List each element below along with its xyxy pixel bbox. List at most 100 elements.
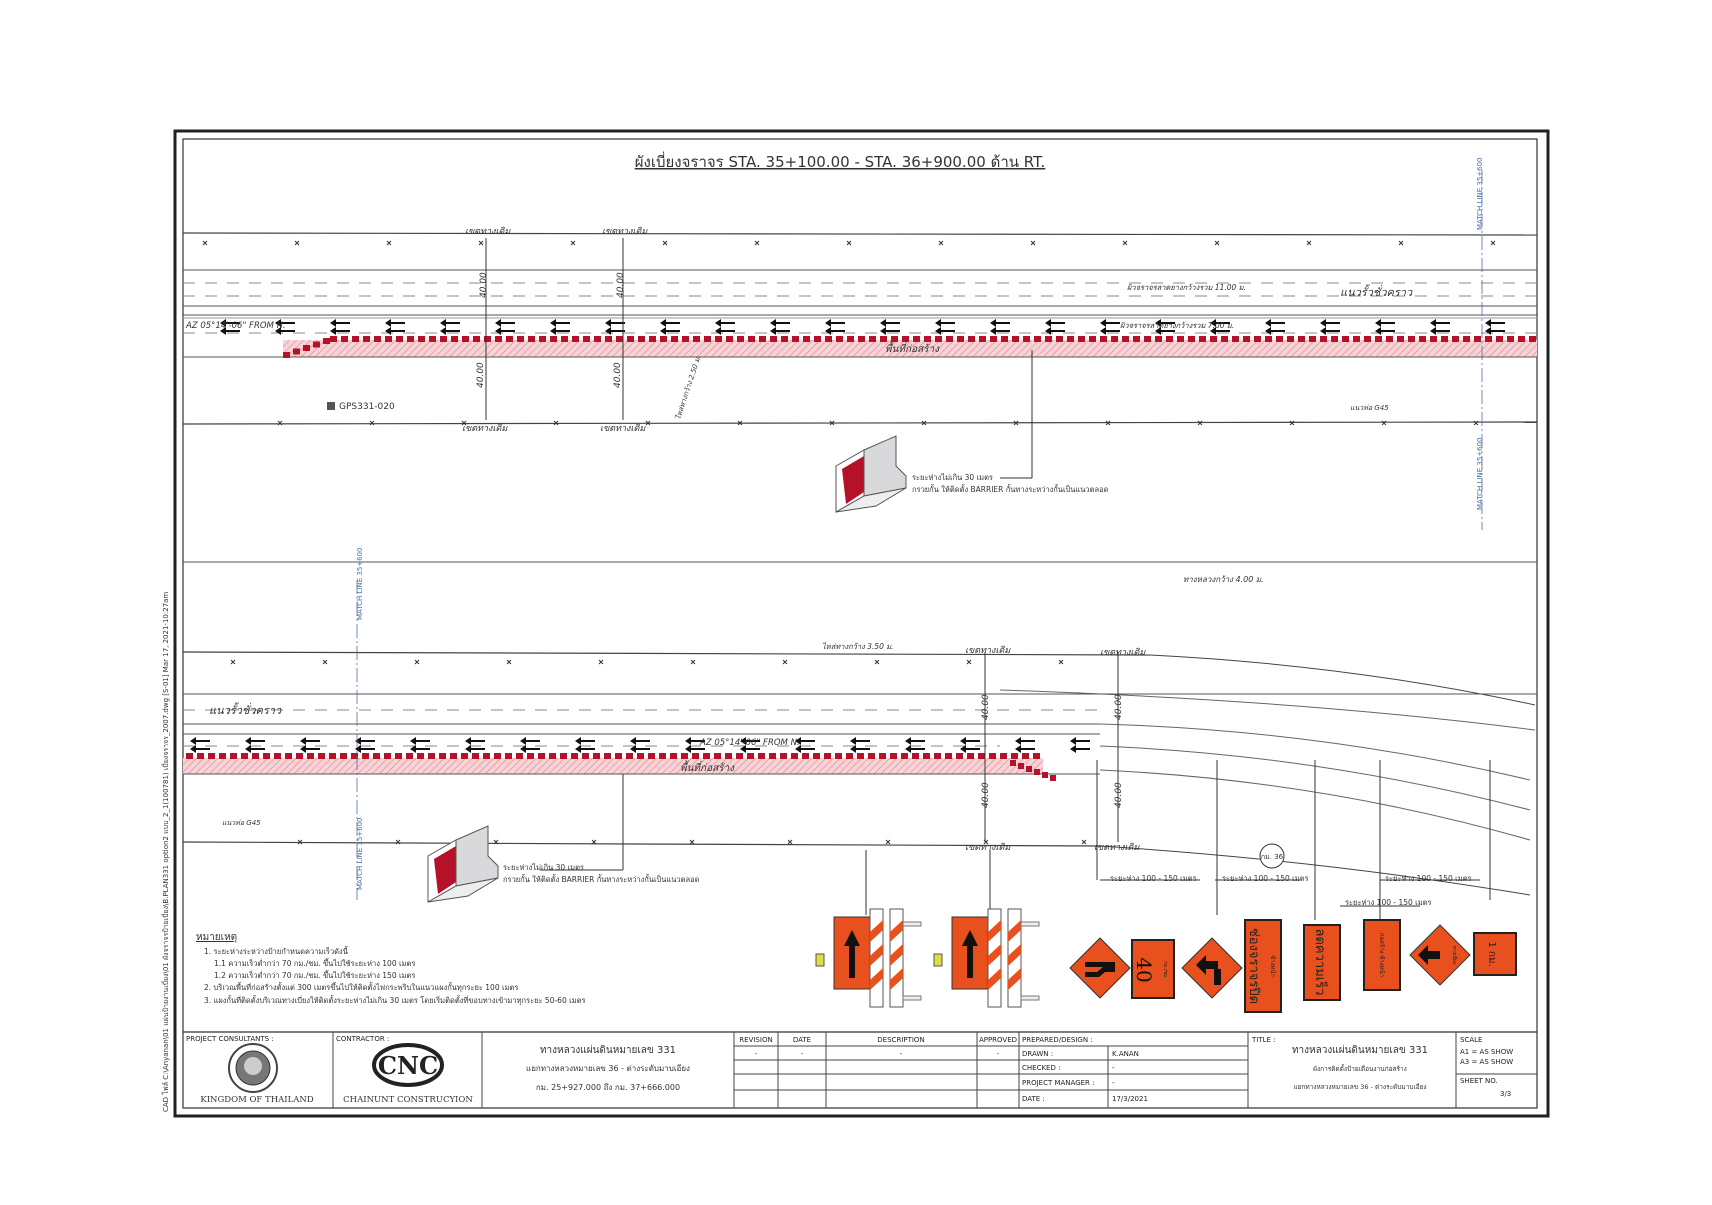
sign-lane-closed-text: ช่องจราจรปิด (1246, 928, 1261, 1004)
barrier-block (484, 336, 491, 342)
barrier-block (1018, 763, 1024, 769)
barrier-block (1320, 336, 1327, 342)
contractor-label: CONTRACTOR : (336, 1035, 389, 1043)
gps-label: GPS331-020 (339, 402, 395, 412)
fence-post-icon (202, 240, 208, 246)
speed-limit-unit: กม./ชม. (1162, 961, 1168, 979)
sign-distance-text: 1 กม. (1486, 941, 1497, 966)
km-post-label: กม. 36 (1261, 853, 1284, 861)
lane-arrow-icon (1100, 319, 1120, 327)
lane-arrow-icon (190, 737, 210, 745)
barrier-block (825, 336, 832, 342)
barrier-block (439, 753, 446, 759)
barrier-block (1045, 336, 1052, 342)
barrier-block (946, 336, 953, 342)
barrier-block (528, 336, 535, 342)
barrier-block (714, 753, 721, 759)
title-line-1: ทางหลวงแผ่นดินหมายเลข 331 (1292, 1045, 1428, 1056)
date-label: DATE : (1022, 1095, 1045, 1103)
barrier-block (252, 753, 259, 759)
barrier-block (539, 336, 546, 342)
fence-post-icon (787, 839, 793, 845)
barrier-block (285, 753, 292, 759)
lane-arrow-icon (1320, 319, 1340, 327)
barrier-block (263, 753, 270, 759)
dim-40-bottom-1: 40.00 (981, 694, 991, 720)
barrier-block (681, 753, 688, 759)
lane-arrow-icon (1070, 745, 1090, 753)
barrier-block (737, 336, 744, 342)
lane-arrow-icon (550, 319, 570, 327)
barrier-block (1199, 336, 1206, 342)
barrier-block (1221, 336, 1228, 342)
barrier-block (648, 753, 655, 759)
row-label-bottom-3: เขตทางเดิม (965, 842, 1011, 853)
lane-arrow-icon (605, 327, 625, 335)
lane-arrow-icon (740, 737, 760, 745)
barrier-block (1441, 336, 1448, 342)
median-label: ทางหลวงกว้าง 4.00 ม. (1183, 575, 1264, 584)
lane-arrow-icon (960, 737, 980, 745)
fence-post-icon (1122, 240, 1128, 246)
lane-arrow-icon (410, 737, 430, 745)
fence-post-icon (478, 240, 484, 246)
fence-post-icon (690, 659, 696, 665)
rev-cell: - (755, 1050, 758, 1058)
barrier-block (1507, 336, 1514, 342)
rev-header-date: DATE (793, 1036, 811, 1044)
barrier-block (197, 753, 204, 759)
barrier-block (550, 336, 557, 342)
lane-arrow-icon (1070, 737, 1090, 745)
gutter-label-top: แนวท่อ G45 (1350, 404, 1389, 412)
note-item: 1.1 ความเร็วต่ำกว่า 70 กม./ชม. ขึ้นไปใช้… (214, 958, 415, 968)
barrier-block (791, 753, 798, 759)
barrier-block (1033, 753, 1040, 759)
barrier-block (1188, 336, 1195, 342)
notes-heading: หมายเหตุ (196, 932, 237, 943)
barrier-block (747, 753, 754, 759)
lane-arrow-icon (715, 319, 735, 327)
barrier-block (968, 336, 975, 342)
checked-label: CHECKED : (1022, 1064, 1060, 1072)
top-road-plan (182, 170, 1538, 530)
barrier-block (891, 336, 898, 342)
fence-post-icon (386, 240, 392, 246)
barrier-note-top: กรวยกั้น ให้ติดตั้ง BARRIER กั้นทางระหว่… (912, 484, 1109, 494)
fence-post-icon (645, 420, 651, 426)
lane-arrow-icon (850, 745, 870, 753)
barrier-block (303, 345, 310, 351)
barrier-block (351, 753, 358, 759)
lane-arrow-icon (385, 327, 405, 335)
lane-arrow-icon (850, 737, 870, 745)
consultant-name: KINGDOM OF THAILAND (200, 1095, 313, 1105)
barrier-block (671, 336, 678, 342)
barrier-block (340, 753, 347, 759)
row-label-top-4: เขตทางเดิม (600, 423, 646, 434)
barrier-block (814, 336, 821, 342)
barrier-block (1155, 336, 1162, 342)
barrier-block (979, 336, 986, 342)
barrier-block (494, 753, 501, 759)
dim-40-bottom-2: 40.00 (1114, 694, 1124, 720)
fence-post-icon (1214, 240, 1220, 246)
fence-post-icon (1197, 420, 1203, 426)
barrier-block (1012, 336, 1019, 342)
barrier-block (1011, 753, 1018, 759)
spacing-label-3: ระยะห่าง 100 - 150 เมตร (1385, 874, 1472, 883)
spacing-label-2: ระยะห่าง 100 - 150 เมตร (1222, 874, 1309, 883)
dim-40-top-2: 40.00 (616, 272, 626, 298)
barrier-block (506, 336, 513, 342)
project-line-3: กม. 25+927.000 ถึง กม. 37+666.000 (536, 1083, 680, 1092)
barrier-spacing-bottom: ระยะห่างไม่เกิน 30 เมตร (503, 863, 584, 872)
match-line-top-2: MATCH LINE 35+600 (1476, 437, 1484, 510)
barrier-block (1001, 336, 1008, 342)
lane-arrow-icon (770, 319, 790, 327)
fence-post-icon (553, 420, 559, 426)
barrier-block (323, 338, 330, 344)
barrier-block (1452, 336, 1459, 342)
barrier-block (583, 336, 590, 342)
lane-arrow-icon (245, 745, 265, 753)
barrier-block (989, 753, 996, 759)
title-block (332, 1032, 1537, 1108)
